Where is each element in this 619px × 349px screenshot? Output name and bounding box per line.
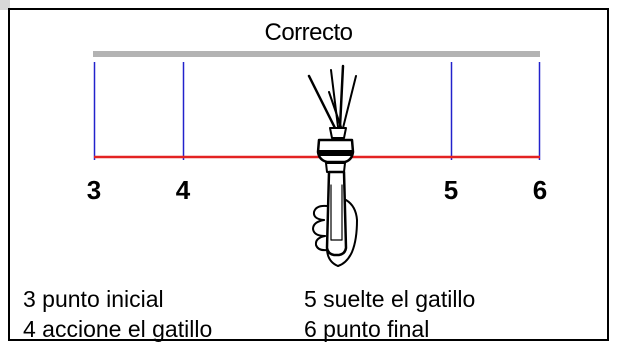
diagram-frame: Correcto: [8, 8, 609, 341]
top-bar: [93, 51, 540, 57]
marker-label-5: 5: [444, 175, 458, 205]
legend-item-release: 5 suelte el gatillo: [304, 286, 476, 312]
marker-label-4: 4: [176, 175, 191, 205]
legend-left: 3 punto inicial 4 accione el gatillo: [23, 284, 212, 344]
legend-right: 5 suelte el gatillo 6 punto final: [304, 284, 475, 344]
legend-item-trigger: 4 accione el gatillo: [23, 316, 213, 342]
corner-shadow: [0, 0, 10, 10]
marker-label-6: 6: [533, 175, 547, 205]
legend-item-start: 3 punto inicial: [23, 286, 164, 312]
spray-gun-in-hand-icon: [307, 64, 358, 267]
legend-item-end: 6 punto final: [304, 316, 430, 342]
marker-label-3: 3: [87, 175, 101, 205]
diagram-title: Correcto: [264, 19, 353, 46]
